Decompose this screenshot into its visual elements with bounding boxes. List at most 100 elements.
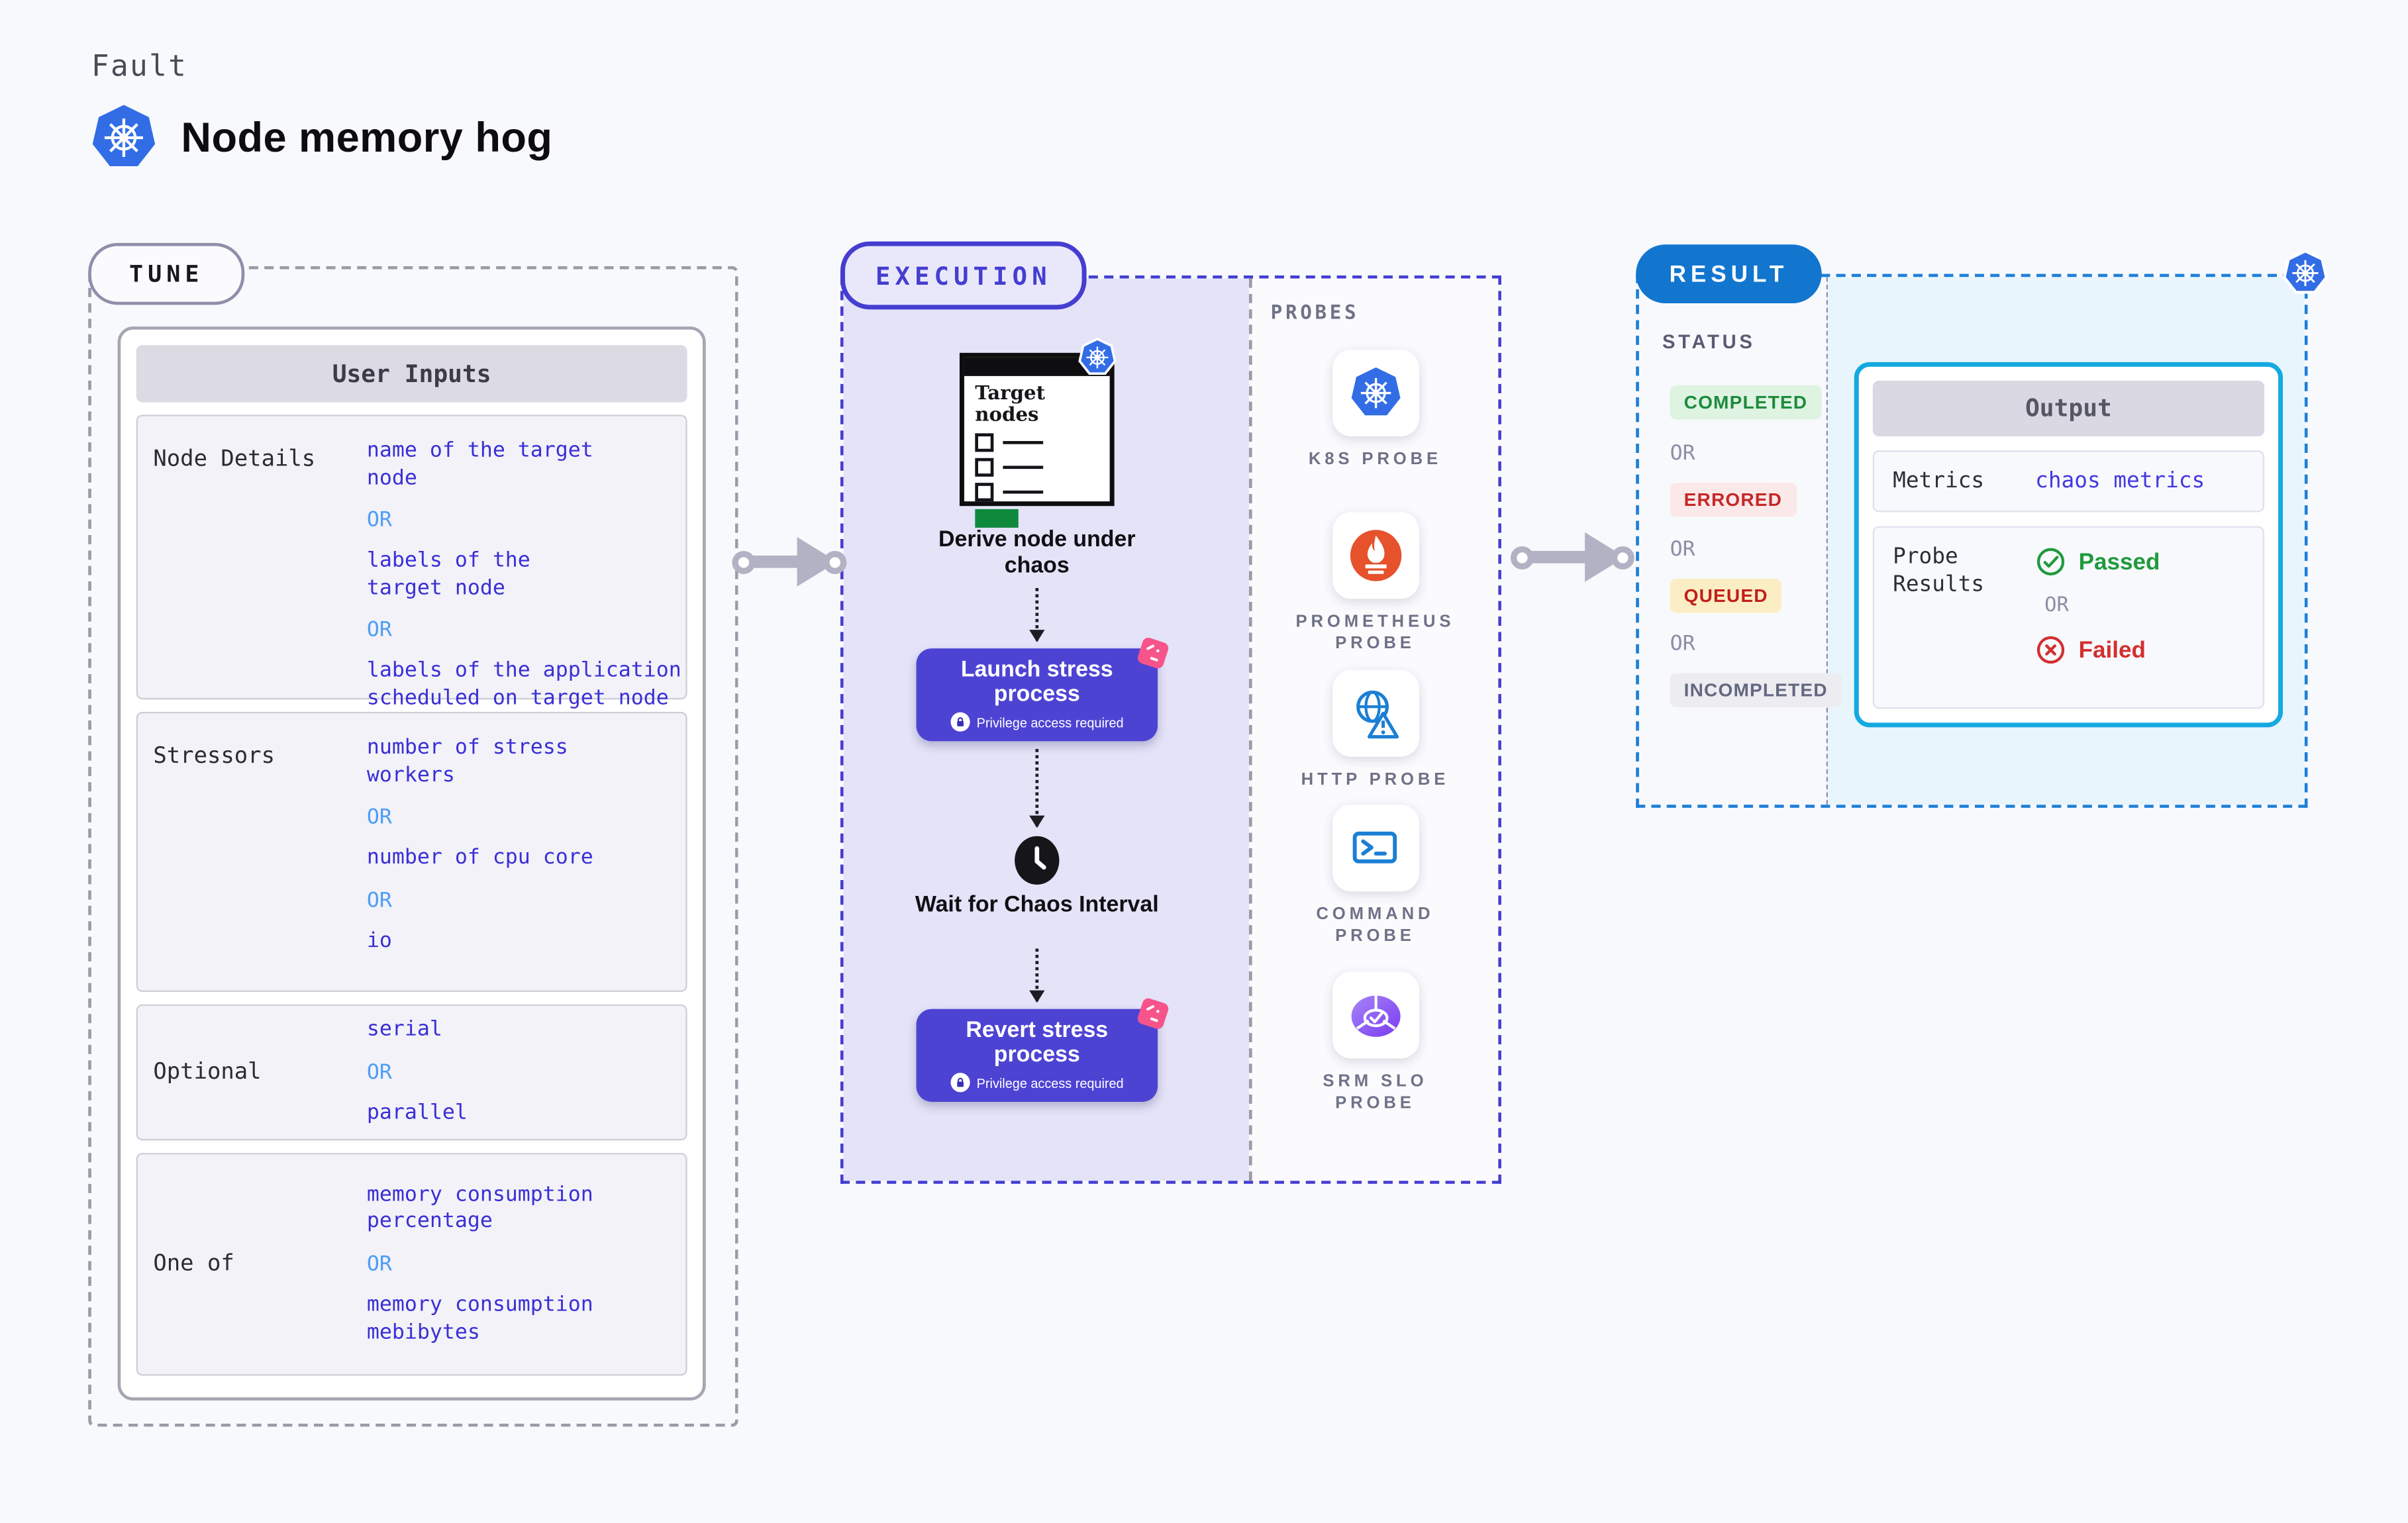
clock-icon: [1012, 836, 1062, 888]
execution-badge: EXECUTION: [840, 241, 1087, 310]
privilege-note: Privilege access required: [950, 1073, 1124, 1093]
launch-stress-label: Launch stress process: [960, 657, 1113, 708]
table-row: Stressors number of stress workers OR nu…: [136, 712, 687, 993]
probe-results-values: Passed OR Failed: [2035, 543, 2160, 691]
status-badge: INCOMPLETED: [1670, 673, 1842, 708]
input-option: parallel: [366, 1100, 468, 1125]
node-list-item: [975, 482, 1099, 501]
input-option: labels of the application scheduled on t…: [366, 658, 681, 711]
probe-item: HTTP PROBE: [1252, 669, 1499, 791]
probe-results-row: Probe Results Passed OR Failed: [1872, 526, 2265, 709]
probe-results-label: Probe Results: [1893, 544, 1985, 598]
or-separator: OR: [1670, 536, 1695, 562]
tune-to-execution-arrow: [732, 536, 847, 587]
input-option: memory consumption mebibytes: [366, 1292, 593, 1344]
page-title: Node memory hog: [181, 113, 553, 160]
user-inputs-title: User Inputs: [136, 345, 687, 403]
row-values: memory consumption percentage OR memory …: [367, 1182, 611, 1346]
input-option: name of the target node: [366, 438, 593, 490]
kubernetes-icon: [2282, 249, 2329, 297]
line: [1003, 465, 1044, 469]
input-option: serial: [366, 1017, 442, 1042]
status-title: STATUS: [1662, 331, 1756, 353]
probes-title: PROBES: [1270, 300, 1360, 324]
probe-label: K8S PROBE: [1308, 450, 1442, 469]
or-separator: OR: [366, 887, 392, 912]
line: [1003, 490, 1044, 493]
or-separator: OR: [366, 507, 392, 533]
passed-line: Passed: [2035, 546, 2160, 577]
or-separator: OR: [1670, 631, 1695, 656]
status-badge: QUEUED: [1670, 579, 1782, 613]
probe-label: SRM SLO PROBE: [1323, 1072, 1428, 1113]
checkbox-icon: [975, 482, 994, 501]
globe-warning-icon: [1331, 669, 1419, 757]
privilege-note: Privilege access required: [950, 712, 1124, 732]
arrow-shaft: [1530, 550, 1588, 564]
arrow-start-ring: [1510, 545, 1534, 569]
page-header: Node memory hog: [88, 102, 552, 173]
wait-chaos-label: Wait for Chaos Interval: [915, 893, 1159, 918]
or-separator: OR: [366, 805, 392, 830]
prometheus-flame-icon: [1331, 512, 1419, 599]
probe-item: COMMAND PROBE: [1252, 805, 1499, 948]
target-nodes-card: Target nodes: [959, 352, 1115, 528]
fault-eyebrow: Fault: [91, 49, 188, 84]
chaos-icon: [1134, 995, 1172, 1032]
check-circle-icon: [2036, 548, 2065, 575]
table-row: Optional serial OR parallel: [136, 1004, 687, 1141]
revert-stress-step: Revert stress process Privilege access r…: [916, 998, 1169, 1102]
user-inputs-table: User Inputs Node Details name of the tar…: [117, 326, 706, 1400]
probe-item: SRM SLO PROBE: [1252, 971, 1499, 1115]
tune-badge: TUNE: [88, 242, 245, 305]
target-nodes-title: Target nodes: [975, 380, 1046, 426]
terminal-icon: [1331, 805, 1419, 892]
metrics-row: Metrics chaos metrics: [1872, 450, 2265, 513]
arrow-end-ring: [823, 550, 847, 573]
failed-line: Failed: [2035, 634, 2160, 665]
input-option: io: [366, 928, 392, 953]
privilege-note-text: Privilege access required: [976, 1075, 1124, 1091]
node-list-item: [975, 458, 1099, 477]
row-label: Node Details: [153, 447, 316, 472]
status-badge: COMPLETED: [1670, 385, 1822, 420]
input-option: memory consumption percentage: [366, 1182, 593, 1234]
arrow-end-ring: [1611, 545, 1634, 569]
or-separator: OR: [366, 617, 392, 643]
failed-label: Failed: [2078, 636, 2146, 663]
kubernetes-icon: [88, 102, 160, 173]
lock-icon: [950, 712, 970, 732]
checkbox-icon: [975, 432, 994, 452]
row-label: Stressors: [153, 744, 276, 769]
probes-panel: PROBES K8S PROBE PROMETHEUS PROBE HTTP P…: [1248, 278, 1499, 1181]
row-label: One of: [153, 1252, 234, 1277]
flow-arrow-down: [1029, 749, 1045, 828]
green-block: [975, 509, 1019, 528]
row-values: number of stress workers OR number of cp…: [367, 732, 611, 955]
derive-node-label: Derive node under chaos: [938, 527, 1136, 579]
probe-label: PROMETHEUS PROBE: [1295, 613, 1455, 654]
output-card: Output Metrics chaos metrics Probe Resul…: [1854, 362, 2283, 728]
x-circle-icon: [2036, 636, 2065, 664]
launch-stress-step: Launch stress process Privilege access r…: [916, 638, 1169, 742]
or-separator: OR: [2044, 594, 2069, 618]
input-option: number of cpu core: [366, 845, 593, 870]
row-values: name of the target node OR labels of the…: [366, 435, 681, 712]
arrow-start-ring: [732, 550, 756, 573]
input-option: number of stress workers: [366, 735, 568, 787]
tune-panel: [88, 266, 738, 1427]
passed-label: Passed: [2078, 548, 2160, 575]
or-separator: OR: [1670, 441, 1695, 466]
slo-gauge-check-icon: [1331, 971, 1419, 1059]
probe-item: K8S PROBE: [1252, 350, 1499, 471]
flow-arrow-down: [1029, 948, 1045, 1003]
node-list-item: [975, 432, 1099, 452]
kubernetes-probe-icon: [1331, 350, 1419, 437]
chaos-icon: [1134, 634, 1172, 671]
lock-icon: [950, 1073, 970, 1093]
output-title: Output: [1872, 380, 2265, 437]
revert-stress-label: Revert stress process: [966, 1018, 1109, 1068]
flow-arrow-down: [1029, 588, 1045, 642]
probe-label: HTTP PROBE: [1301, 770, 1450, 789]
